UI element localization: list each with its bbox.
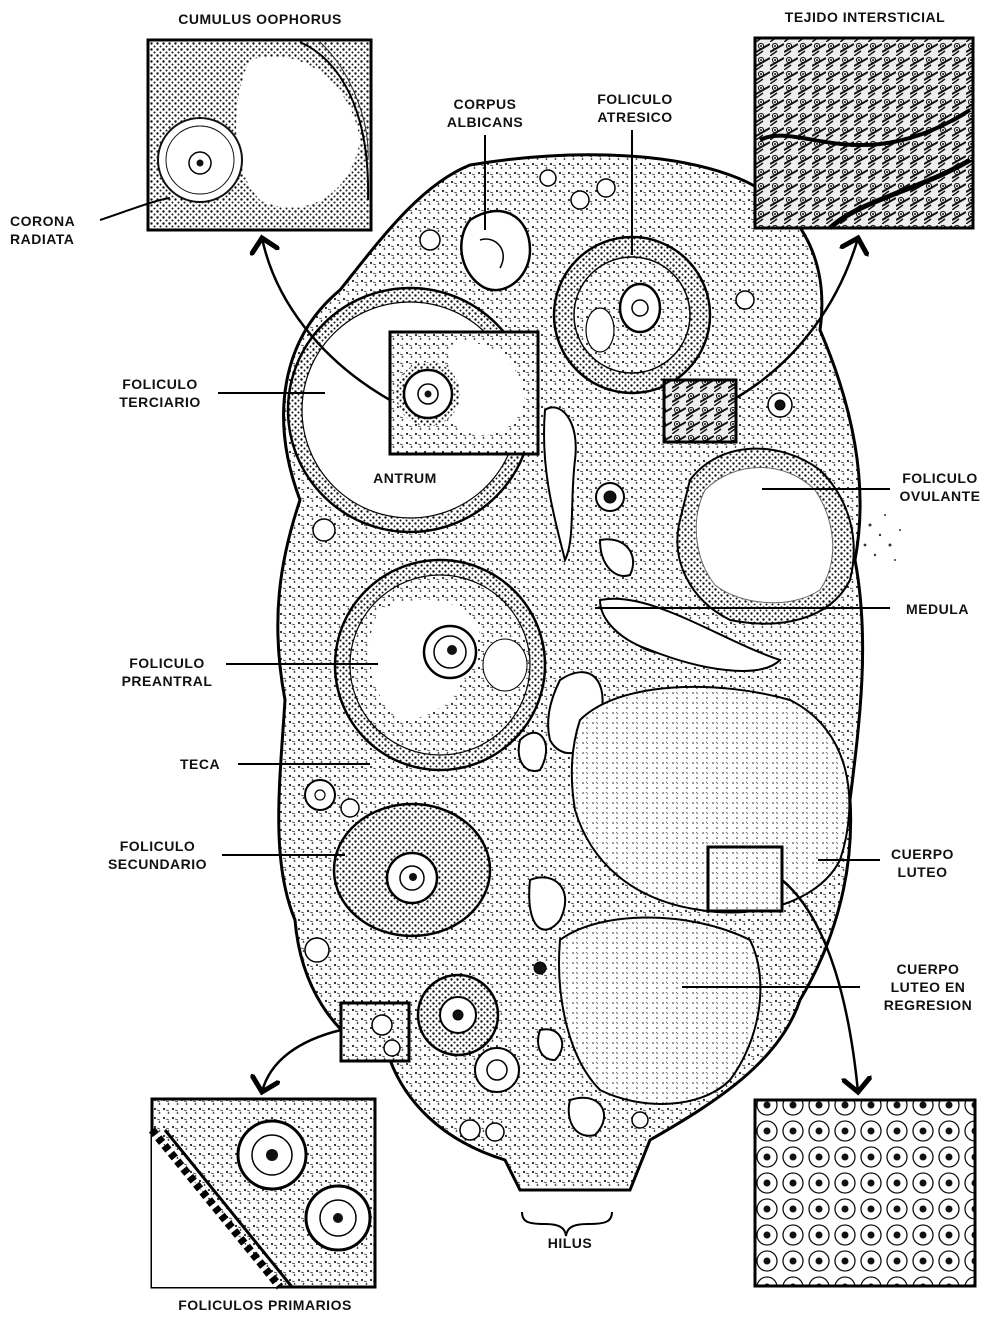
- label-tejido-intersticial: TEJIDO INTERSTICIAL: [755, 8, 975, 26]
- zoom-box-cumulus: [390, 332, 538, 454]
- cuerpo-luteo-regresion: [559, 918, 760, 1104]
- zoom-box-luteo: [708, 847, 782, 911]
- label-foliculo-atresico-line2: ATRESICO: [580, 108, 690, 126]
- label-teca: TECA: [170, 755, 230, 773]
- zoom-box-primarios: [341, 1003, 409, 1061]
- label-foliculo-atresico: FOLICULO ATRESICO: [580, 90, 690, 126]
- label-cumulus-oophorus: CUMULUS OOPHORUS: [150, 10, 370, 28]
- label-corpus-albicans-line1: CORPUS: [430, 95, 540, 113]
- label-foliculo-preantral: FOLICULO PREANTRAL: [112, 654, 222, 690]
- inset-cuerpo-luteo: [755, 1100, 975, 1286]
- hilus-brace: [522, 1212, 612, 1236]
- inset-cumulus-oophorus: [148, 40, 371, 230]
- corpus-albicans: [461, 211, 530, 290]
- label-foliculo-ovulante-line1: FOLICULO: [885, 469, 995, 487]
- inset-tejido-intersticial: [755, 38, 973, 228]
- label-corona-radiata-line2: RADIATA: [10, 230, 75, 248]
- label-cuerpo-luteo-regresion: CUERPO LUTEO EN REGRESION: [868, 960, 988, 1014]
- label-corona-radiata-line1: CORONA: [10, 212, 75, 230]
- foliculo-ovulante: [677, 449, 901, 624]
- foliculo-atresico: [554, 237, 710, 393]
- label-cuerpo-luteo: CUERPO LUTEO: [880, 845, 965, 881]
- label-medula: MEDULA: [890, 600, 985, 618]
- label-corpus-albicans: CORPUS ALBICANS: [430, 95, 540, 131]
- label-corpus-albicans-line2: ALBICANS: [430, 113, 540, 131]
- label-foliculo-preantral-line1: FOLICULO: [112, 654, 222, 672]
- label-cuerpo-luteo-regresion-line3: REGRESION: [868, 996, 988, 1014]
- label-foliculo-terciario-line2: TERCIARIO: [105, 393, 215, 411]
- label-foliculo-secundario-line1: FOLICULO: [95, 837, 220, 855]
- label-cuerpo-luteo-regresion-line1: CUERPO: [868, 960, 988, 978]
- label-foliculo-atresico-line1: FOLICULO: [580, 90, 690, 108]
- inset-foliculos-primarios: [152, 1099, 375, 1287]
- label-hilus: HILUS: [530, 1234, 610, 1252]
- label-foliculo-secundario-line2: SECUNDARIO: [95, 855, 220, 873]
- label-foliculo-terciario-line1: FOLICULO: [105, 375, 215, 393]
- label-cuerpo-luteo-line1: CUERPO: [880, 845, 965, 863]
- label-cuerpo-luteo-regresion-line2: LUTEO EN: [868, 978, 988, 996]
- label-foliculos-primarios: FOLICULOS PRIMARIOS: [140, 1296, 390, 1314]
- label-antrum: ANTRUM: [355, 469, 455, 487]
- label-foliculo-ovulante-line2: OVULANTE: [885, 487, 995, 505]
- foliculo-secundario: [334, 804, 490, 936]
- label-corona-radiata: CORONA RADIATA: [10, 212, 75, 248]
- label-foliculo-ovulante: FOLICULO OVULANTE: [885, 469, 995, 505]
- label-cuerpo-luteo-line2: LUTEO: [880, 863, 965, 881]
- label-foliculo-terciario: FOLICULO TERCIARIO: [105, 375, 215, 411]
- label-foliculo-preantral-line2: PREANTRAL: [112, 672, 222, 690]
- label-foliculo-secundario: FOLICULO SECUNDARIO: [95, 837, 220, 873]
- zoom-box-intersticial: [664, 380, 736, 442]
